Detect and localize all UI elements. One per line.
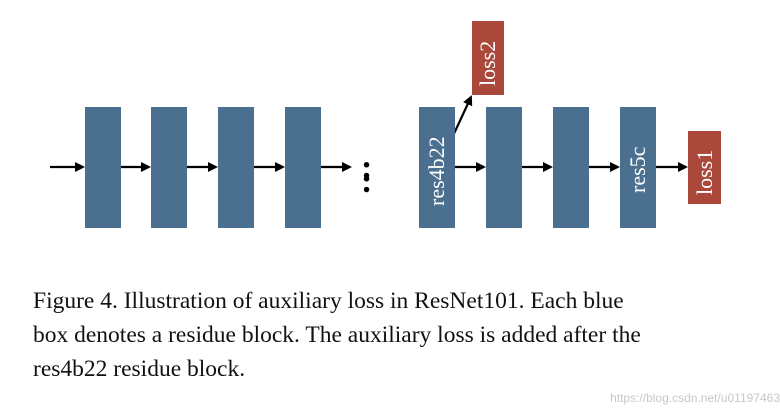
figure-caption: Figure 4. Illustration of auxiliary loss… [33, 284, 757, 386]
loss1-label: loss1 [692, 150, 717, 195]
loss2-box [472, 21, 504, 95]
ellipsis: : [361, 149, 372, 186]
loss2-label: loss2 [475, 41, 500, 86]
auxiliary-loss-diagram: : : res4b22 res5c loss2 loss1 [50, 21, 721, 228]
residue-block-1 [85, 107, 121, 228]
caption-line-1: Figure 4. Illustration of auxiliary loss… [33, 288, 624, 314]
ellipsis-lower: : [361, 163, 372, 200]
residue-block-7 [553, 107, 589, 228]
residue-block-6 [486, 107, 522, 228]
residue-block-3 [218, 107, 254, 228]
caption-line-2: box denotes a residue block. The auxilia… [33, 322, 641, 348]
res4b22-label: res4b22 [424, 136, 449, 206]
residue-block-res5c [620, 107, 656, 228]
res5c-label: res5c [625, 146, 650, 193]
residue-block-4 [285, 107, 321, 228]
arrow-res4b22-loss2 [451, 95, 473, 139]
loss1-box [688, 131, 721, 204]
residue-block-2 [151, 107, 187, 228]
caption-line-3: res4b22 residue block. [33, 356, 246, 382]
residue-block-res4b22 [419, 107, 455, 228]
watermark: https://blog.csdn.net/u01197463 [610, 391, 780, 405]
